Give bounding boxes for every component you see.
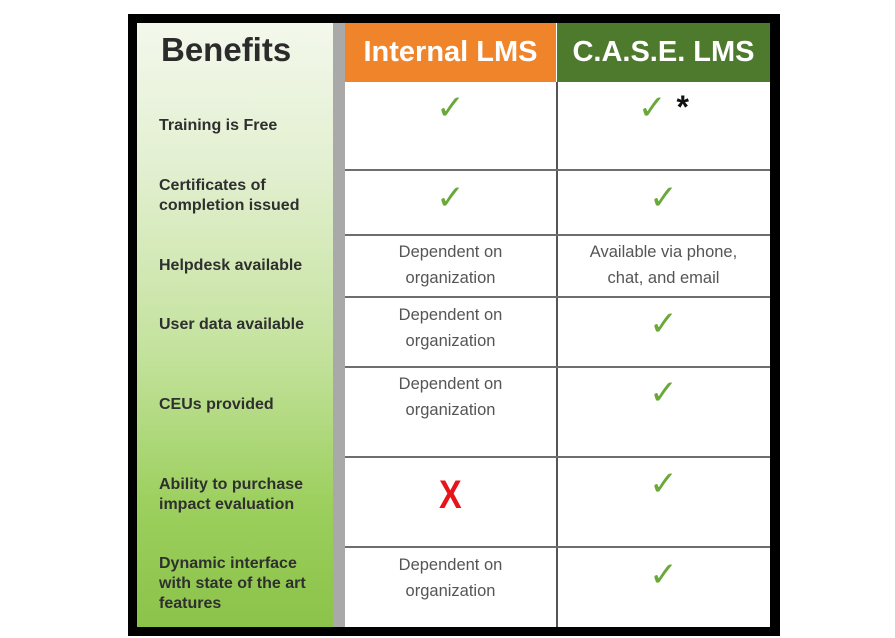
cell-text: organization [405,332,496,350]
cell-text: organization [405,582,496,600]
cell-text: Dependent on [398,556,503,574]
internal-lms-header: Internal LMS [345,23,556,82]
checkmark-icon: ✓ [649,555,678,595]
cell-case-user-data: ✓ [557,307,770,341]
row-divider [345,169,770,171]
cell-case-impact-evaluation: ✓ [557,467,770,501]
cell-text: organization [405,401,496,419]
checkmark-icon: ✓ [649,304,678,344]
row-divider [345,456,770,458]
label-line: completion issued [159,197,300,214]
cell-internal-training-free: ✓ [345,91,556,125]
row-divider [345,234,770,236]
benefit-label-ceus: CEUs provided [159,396,274,413]
label-line: impact evaluation [159,496,295,513]
cell-text: Available via phone, [589,243,738,261]
column-separator [333,23,345,627]
benefit-label-user-data: User data available [159,316,304,333]
cell-internal-impact-evaluation: X [345,475,556,515]
row-divider [345,546,770,548]
label-line: Dynamic interface [159,555,297,572]
cell-text: Dependent on [398,306,503,324]
cell-internal-ceus: Dependent on organization [345,371,556,423]
benefit-label-helpdesk: Helpdesk available [159,257,303,274]
asterisk-note: * [676,89,689,125]
label-line: features [159,595,222,612]
benefit-label-training-free: Training is Free [159,117,278,134]
cell-internal-certificates: ✓ [345,181,556,215]
cell-internal-dynamic-interface: Dependent on organization [345,552,556,604]
cell-case-dynamic-interface: ✓ [557,558,770,592]
checkmark-icon: ✓ [436,178,465,218]
label-line: Certificates of [159,177,266,194]
benefit-label-impact-evaluation: Ability to purchase impact evaluation [159,475,303,515]
cell-case-helpdesk: Available via phone, chat, and email [557,239,770,291]
cell-text: chat, and email [607,269,720,287]
cell-case-ceus: ✓ [557,376,770,410]
checkmark-icon: ✓ [649,464,678,504]
cell-case-training-free: ✓ * [557,91,770,125]
comparison-table-frame: Benefits Internal LMS C.A.S.E. LMS Train… [128,14,780,636]
benefits-header: Benefits [161,31,292,68]
case-lms-header: C.A.S.E. LMS [557,23,770,82]
row-divider [345,296,770,298]
benefits-column [137,23,333,627]
cell-case-certificates: ✓ [557,181,770,215]
cell-text: Dependent on [398,375,503,393]
label-line: Ability to purchase [159,476,304,493]
checkmark-icon: ✓ [638,88,667,128]
comparison-table: Benefits Internal LMS C.A.S.E. LMS Train… [137,23,770,627]
checkmark-icon: ✓ [436,88,465,128]
checkmark-icon: ✓ [649,178,678,218]
checkmark-icon: ✓ [649,373,678,413]
cross-icon: X [439,473,462,517]
cell-text: Dependent on [398,243,503,261]
column-divider [556,82,558,627]
row-divider [345,366,770,368]
label-line: with state of the art [159,575,306,592]
cell-internal-user-data: Dependent on organization [345,302,556,354]
cell-internal-helpdesk: Dependent on organization [345,239,556,291]
benefit-label-certificates: Certificates of completion issued [159,176,299,216]
cell-text: organization [405,269,496,287]
benefit-label-dynamic-interface: Dynamic interface with state of the art … [159,554,306,614]
